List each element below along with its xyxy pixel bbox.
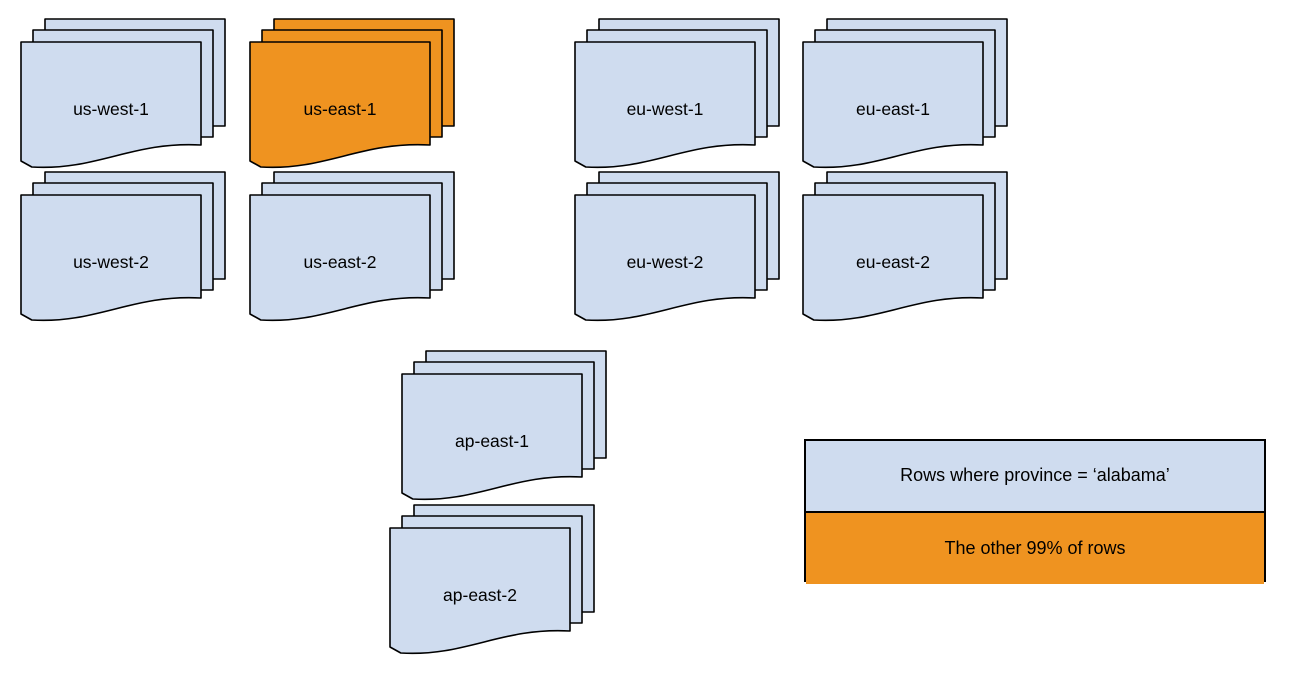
- region-stack-ap-east-2[interactable]: ap-east-2: [389, 504, 596, 656]
- region-stack-eu-east-2[interactable]: eu-east-2: [802, 171, 1009, 323]
- region-stack-shape: [249, 18, 455, 169]
- region-stack-shape: [20, 18, 226, 169]
- document-sheet-front: [20, 194, 202, 322]
- region-stack-ap-east-1[interactable]: ap-east-1: [401, 350, 608, 502]
- document-sheet-front: [401, 373, 583, 501]
- legend-row-highlight: The other 99% of rows: [806, 512, 1264, 584]
- region-stack-eu-east-1[interactable]: eu-east-1: [802, 18, 1009, 170]
- legend-label-primary: Rows where province = ‘alabama’: [900, 465, 1170, 486]
- document-sheet-front: [249, 41, 431, 169]
- region-stack-shape: [802, 171, 1008, 322]
- region-stack-shape: [574, 18, 780, 169]
- region-stack-shape: [249, 171, 455, 322]
- document-sheet-front: [249, 194, 431, 322]
- legend: Rows where province = ‘alabama’ The othe…: [804, 439, 1266, 584]
- document-sheet-front: [574, 194, 756, 322]
- region-stack-shape: [20, 171, 226, 322]
- region-stack-shape: [574, 171, 780, 322]
- region-stack-us-east-2[interactable]: us-east-2: [249, 171, 456, 323]
- document-sheet-front: [802, 41, 984, 169]
- document-sheet-front: [389, 527, 571, 655]
- region-stack-eu-west-1[interactable]: eu-west-1: [574, 18, 781, 170]
- region-stack-shape: [802, 18, 1008, 169]
- document-sheet-front: [574, 41, 756, 169]
- region-stack-us-east-1[interactable]: us-east-1: [249, 18, 456, 170]
- document-sheet-front: [802, 194, 984, 322]
- region-stack-us-west-2[interactable]: us-west-2: [20, 171, 227, 323]
- document-sheet-front: [20, 41, 202, 169]
- region-stack-shape: [401, 350, 607, 501]
- legend-row-primary: Rows where province = ‘alabama’: [806, 441, 1264, 513]
- legend-label-highlight: The other 99% of rows: [944, 537, 1126, 558]
- region-stack-shape: [389, 504, 595, 655]
- region-stack-eu-west-2[interactable]: eu-west-2: [574, 171, 781, 323]
- region-stack-us-west-1[interactable]: us-west-1: [20, 18, 227, 170]
